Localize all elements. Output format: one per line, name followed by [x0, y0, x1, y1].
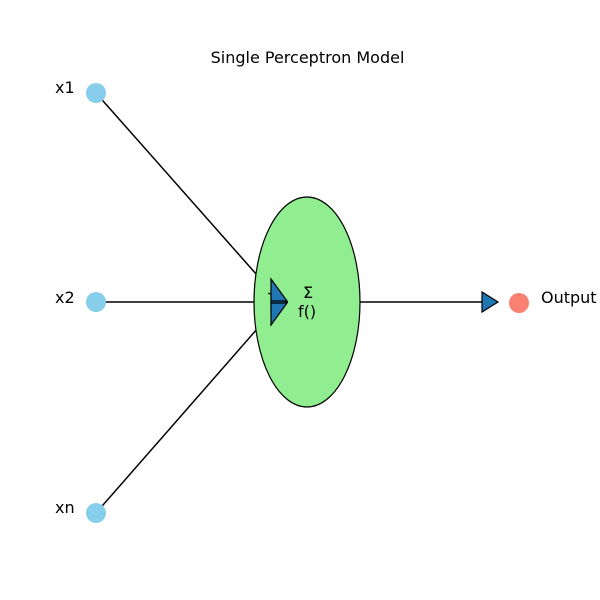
input-node-x2 [86, 292, 106, 312]
output-node [509, 293, 529, 313]
edge-xn [95, 311, 273, 514]
arrowhead-xn-main [270, 302, 289, 327]
output-label: Output [541, 288, 597, 307]
diagram-title: Single Perceptron Model [210, 48, 405, 67]
input-label-xn: xn [55, 498, 75, 517]
input-label-x1: x1 [55, 78, 75, 97]
input-node-xn [86, 503, 106, 523]
arrowhead-x1-main [270, 277, 289, 302]
edge-x1 [95, 92, 273, 293]
arrowhead-output [481, 290, 500, 314]
input-label-x2: x2 [55, 288, 75, 307]
neuron-sum-symbol: Σ [302, 283, 314, 302]
neuron-activation: f() [297, 302, 317, 321]
input-node-x1 [86, 83, 106, 103]
